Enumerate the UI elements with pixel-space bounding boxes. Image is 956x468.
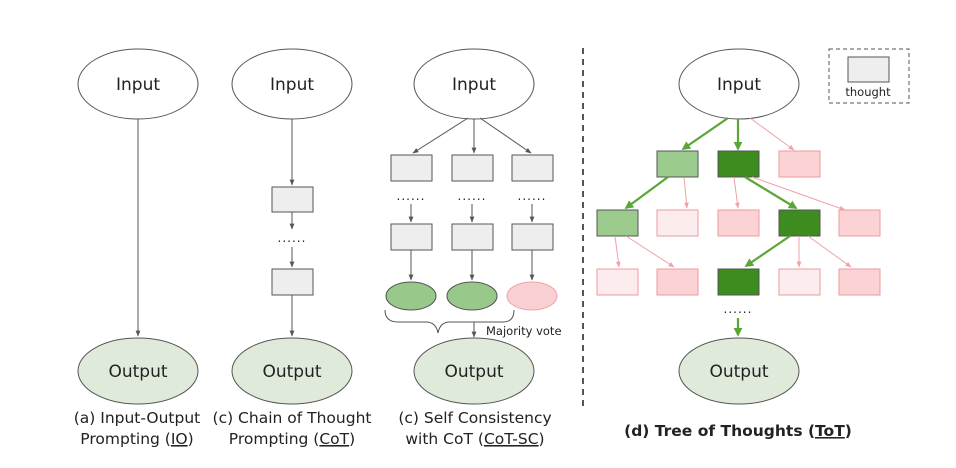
cot-caption-abbr: CoT xyxy=(319,430,349,448)
sc-vote-answer-3 xyxy=(506,281,558,311)
cot-caption-prefix: Prompting ( xyxy=(229,430,320,448)
cot-caption-line1: (c) Chain of Thought xyxy=(213,409,372,427)
sc-chain3-ellipsis: ...... xyxy=(518,189,547,203)
tot-edge-input-l1c xyxy=(749,117,795,151)
tot-edge-l1a-l2a xyxy=(624,176,669,210)
tot-l2-node-a xyxy=(596,209,639,237)
sc-chain3-box-1 xyxy=(511,154,554,182)
sc-chain2-box-2 xyxy=(451,223,494,251)
sc-caption-line1: (c) Self Consistency xyxy=(398,409,551,427)
sc-majority-brace xyxy=(384,309,515,334)
tot-legend-thought-box xyxy=(847,56,890,83)
tot-caption-suffix: ) xyxy=(845,422,852,440)
sc-input-label: Input xyxy=(452,75,496,95)
tot-edge-l1b-l2d xyxy=(744,176,798,209)
cot-ellipsis: ...... xyxy=(278,231,307,245)
sc-caption-prefix: with CoT ( xyxy=(405,430,484,448)
tot-l3-node-e xyxy=(838,268,881,296)
tot-caption-abbr: ToT xyxy=(815,422,845,440)
tot-caption: (d) Tree of Thoughts (ToT) xyxy=(624,422,852,440)
io-caption-prefix: Prompting ( xyxy=(80,430,171,448)
sc-caption-abbr: CoT-SC xyxy=(484,430,539,448)
cot-output-label: Output xyxy=(262,362,321,382)
tot-edge-l2d-l3c xyxy=(744,235,791,267)
panel-tot: thought Input xyxy=(596,48,910,440)
tot-edge-input-l1a xyxy=(681,117,729,150)
io-output-label: Output xyxy=(108,362,167,382)
tot-edge-l2a-l3a xyxy=(614,235,621,268)
tot-l3-node-b xyxy=(656,268,699,296)
tot-input-label: Input xyxy=(717,75,761,95)
tot-edge-l2a-l3b xyxy=(625,235,675,268)
tot-edge-l1b-l2e xyxy=(751,176,846,211)
sc-vote-answer-2 xyxy=(446,281,498,311)
panel-io: Input Output (a) Input-Output Prompting … xyxy=(74,48,201,448)
tot-caption-prefix: (d) Tree of Thoughts ( xyxy=(624,422,815,440)
tot-l3-node-a xyxy=(596,268,639,296)
sc-majority-vote-label: Majority vote xyxy=(486,324,562,338)
sc-output-label: Output xyxy=(444,362,503,382)
cot-caption-line2: Prompting (CoT) xyxy=(229,430,355,448)
sc-branch-arrow-left xyxy=(412,117,469,154)
cot-thought-box-2 xyxy=(271,268,314,296)
sc-vote-answer-1 xyxy=(385,281,437,311)
tot-ellipsis: ...... xyxy=(724,302,753,316)
sc-chain1-ellipsis: ...... xyxy=(397,189,426,203)
tot-l1-node-a xyxy=(656,150,699,178)
sc-caption-suffix: ) xyxy=(539,430,545,448)
io-input-label: Input xyxy=(116,75,160,95)
tot-output-node xyxy=(678,337,800,405)
tot-l3-node-c xyxy=(717,268,760,296)
io-caption-line2: Prompting (IO) xyxy=(80,430,193,448)
sc-chain2-ellipsis: ...... xyxy=(458,189,487,203)
sc-chain1-box-1 xyxy=(390,154,433,182)
io-output-node xyxy=(77,337,199,405)
tot-l2-node-c xyxy=(717,209,760,237)
tot-l3-node-d xyxy=(778,268,821,296)
io-caption-abbr: IO xyxy=(171,430,188,448)
sc-chain2-box-1 xyxy=(451,154,494,182)
cot-input-label: Input xyxy=(270,75,314,95)
tot-legend-label: thought xyxy=(845,85,891,99)
tot-edge-l1b-l2c xyxy=(733,176,740,209)
tot-legend-frame xyxy=(828,48,910,104)
sc-caption-line2: with CoT (CoT-SC) xyxy=(405,430,544,448)
tot-edge-l1a-l2b xyxy=(683,176,689,209)
tot-l2-node-b xyxy=(656,209,699,237)
sc-chain3-box-2 xyxy=(511,223,554,251)
cot-output-node xyxy=(231,337,353,405)
tot-l1-node-c xyxy=(778,150,821,178)
panel-cot-sc: Input ...... ...... ...... Majority vote… xyxy=(384,48,562,448)
cot-caption-suffix: ) xyxy=(349,430,355,448)
sc-chain1-box-2 xyxy=(390,223,433,251)
cot-thought-box-1 xyxy=(271,186,314,213)
tot-l1-node-b xyxy=(717,150,760,178)
panel-cot: Input ...... Output (c) Chain of Thought… xyxy=(213,48,372,448)
sc-branch-arrow-right xyxy=(479,117,532,154)
tot-l2-node-e xyxy=(838,209,881,237)
tot-l2-node-d xyxy=(778,209,821,237)
tot-output-label: Output xyxy=(709,362,768,382)
io-caption-line1: (a) Input-Output xyxy=(74,409,201,427)
tot-edge-l2d-l3e xyxy=(807,235,852,268)
sc-output-node xyxy=(413,337,535,405)
io-caption-suffix: ) xyxy=(188,430,194,448)
